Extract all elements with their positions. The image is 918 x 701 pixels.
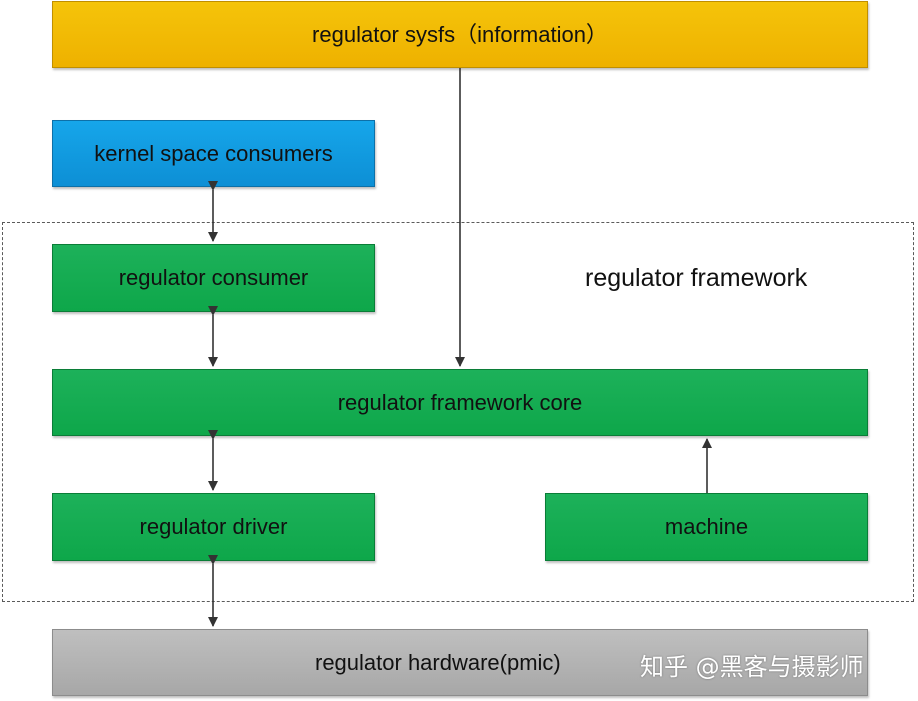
kernel-space-consumers-box: kernel space consumers xyxy=(52,120,375,187)
watermark-text: 知乎 @黑客与摄影师 xyxy=(640,653,864,681)
regulator-sysfs-box: regulator sysfs（information） xyxy=(52,1,868,68)
regulator-framework-core-box: regulator framework core xyxy=(52,369,868,436)
machine-label: machine xyxy=(664,514,749,539)
regulator-framework-core-label: regulator framework core xyxy=(337,389,583,415)
kernel-space-consumers-label: kernel space consumers xyxy=(94,140,333,166)
machine-box: machine xyxy=(545,493,868,561)
regulator-framework-label: regulator framework xyxy=(585,264,808,292)
regulator-hardware-label: regulator hardware(pmic) xyxy=(315,649,561,675)
regulator-framework-region xyxy=(2,222,914,602)
regulator-driver-box: regulator driver xyxy=(52,493,375,561)
regulator-consumer-box: regulator consumer xyxy=(52,244,375,312)
regulator-sysfs-label: regulator sysfs（information） xyxy=(312,21,608,47)
regulator-driver-label: regulator driver xyxy=(139,514,288,539)
regulator-hardware-box: regulator hardware(pmic) xyxy=(52,629,868,696)
regulator-consumer-label: regulator consumer xyxy=(118,265,309,290)
